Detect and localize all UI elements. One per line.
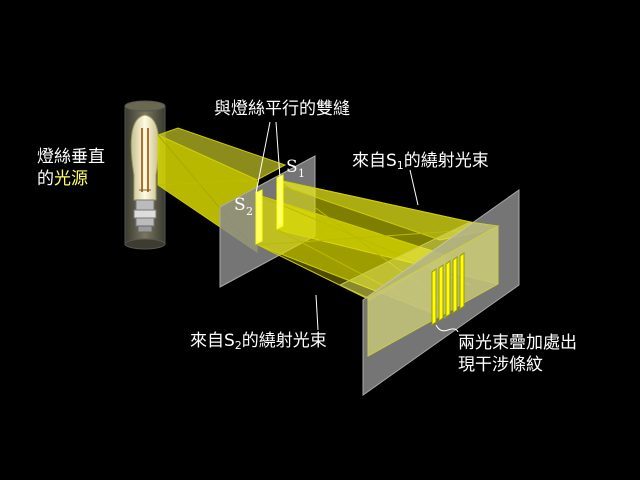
double-slit-label: 與燈絲平行的雙縫 (214, 99, 350, 119)
slit-s2 (255, 189, 263, 245)
slit-s1 (276, 174, 284, 230)
leader-lines (255, 121, 459, 333)
svg-text:2: 2 (246, 205, 253, 218)
slit-s1-label: S 1 (286, 157, 305, 180)
light-source-label-line1: 燈絲垂直 (37, 147, 105, 167)
interference-fringes (431, 252, 465, 326)
interference-label-line1: 兩光束疊加處出 (458, 333, 577, 353)
light-source-label: 燈絲垂直 的光源 (37, 146, 105, 190)
interference-label: 兩光束疊加處出 現干涉條紋 (458, 332, 577, 376)
light-bulb-icon (130, 114, 160, 233)
svg-text:S: S (286, 157, 298, 177)
slit-s2-label: S 2 (234, 195, 253, 218)
svg-text:1: 1 (298, 167, 305, 180)
beam-s2-label: 來自S2的繞射光束 (190, 331, 327, 352)
svg-text:S: S (234, 195, 246, 215)
beam-s1-label: 來自S1的繞射光束 (352, 151, 489, 172)
interference-label-line2: 現干涉條紋 (458, 355, 543, 375)
light-source-label-line2: 的光源 (37, 169, 88, 189)
